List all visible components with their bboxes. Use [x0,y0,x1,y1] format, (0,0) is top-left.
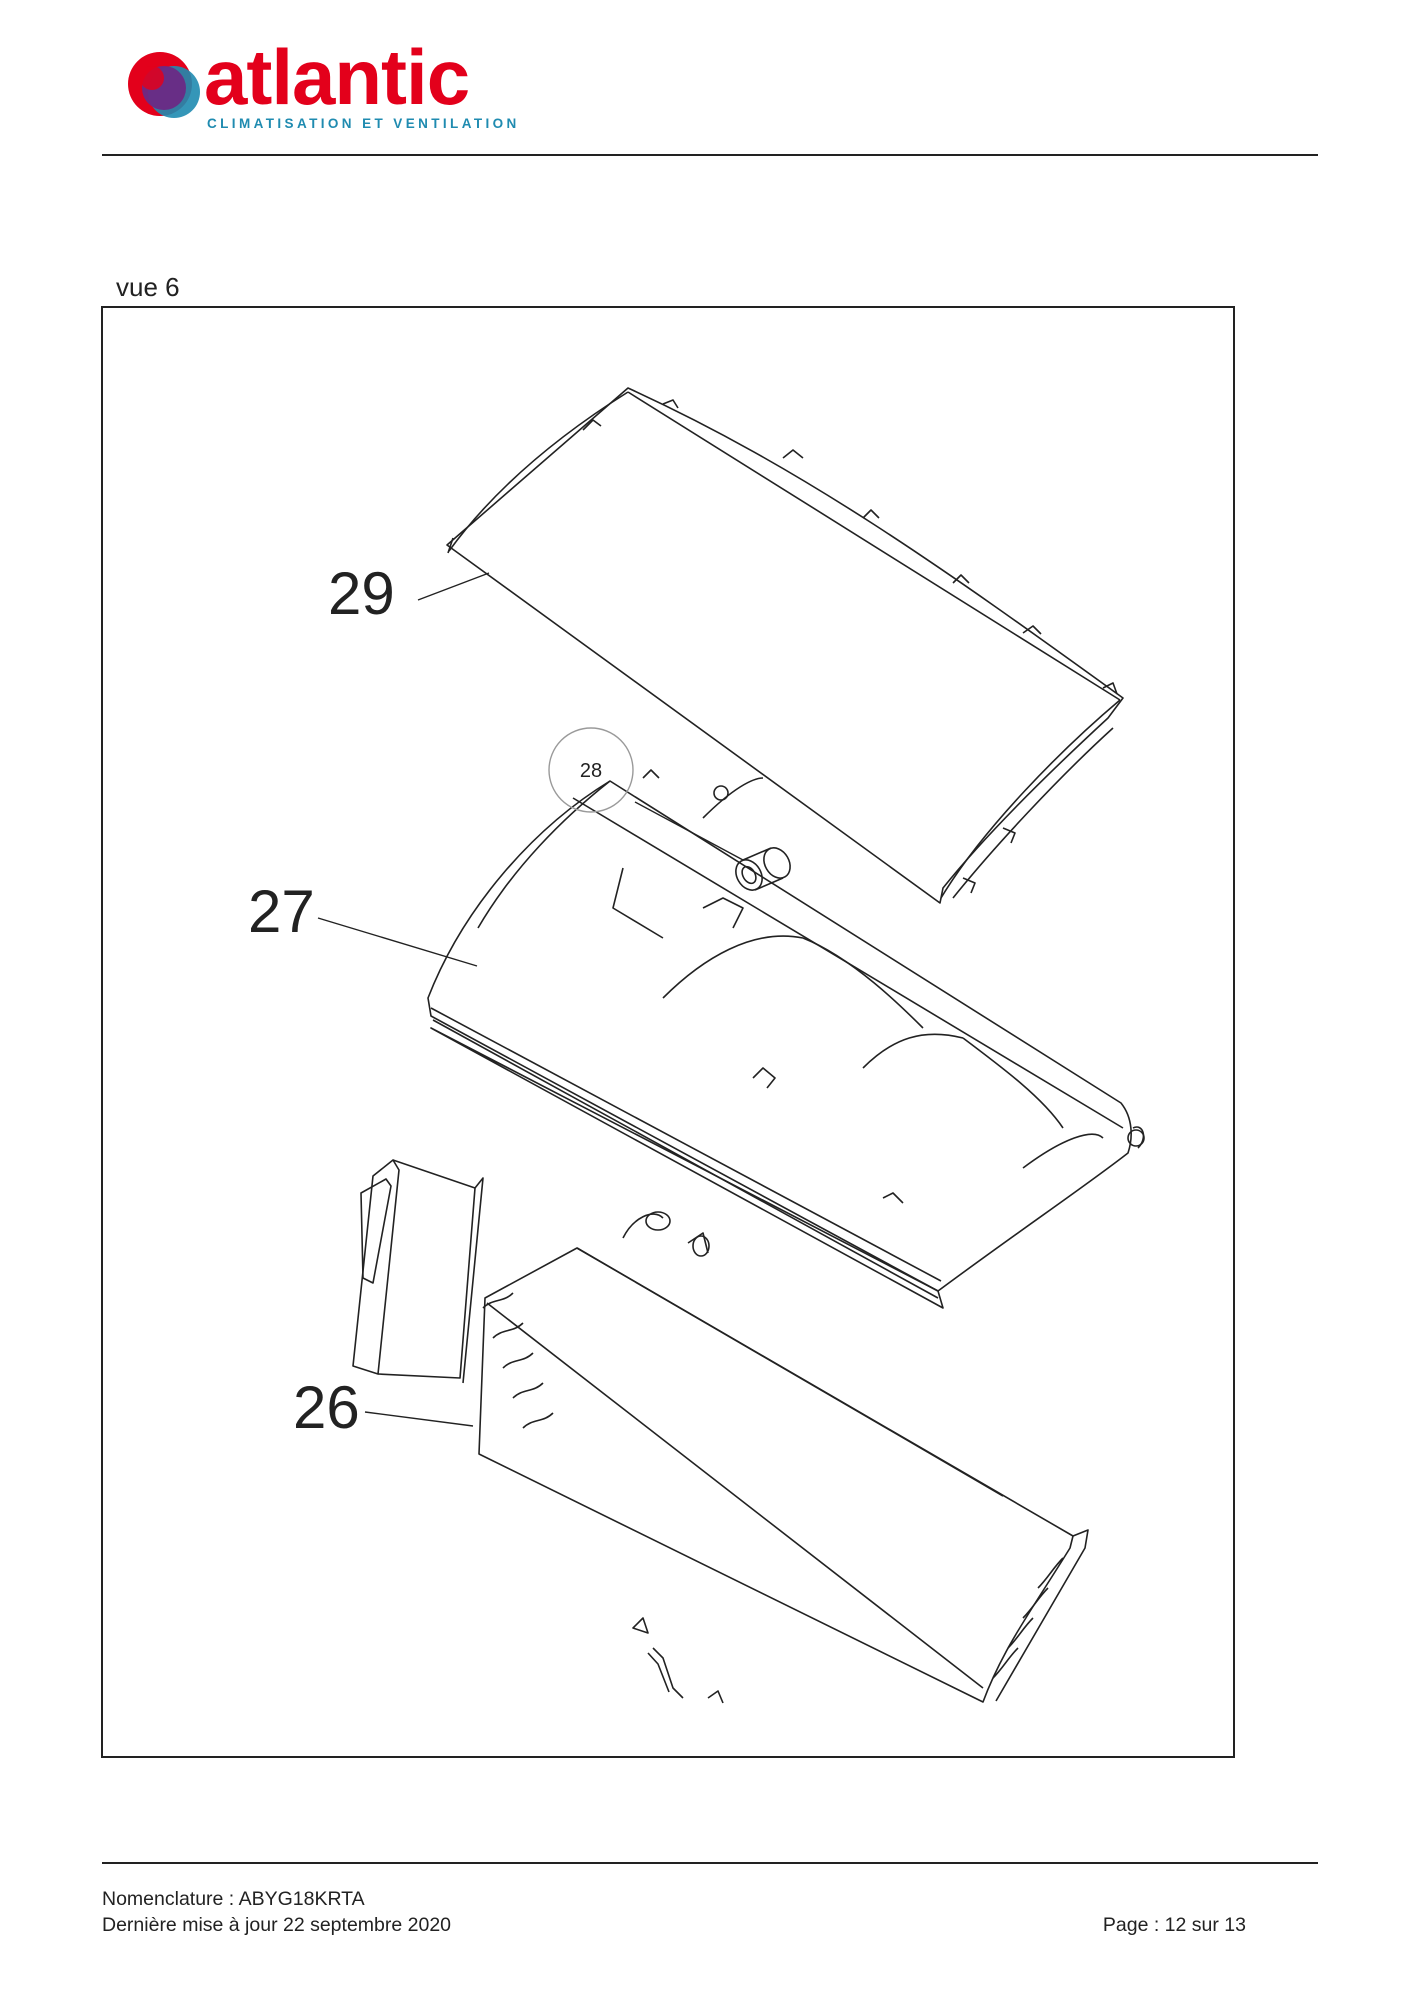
leader-26 [364,1411,474,1427]
callout-28-circle [548,727,634,813]
callout-27: 27 [248,878,315,945]
callout-26: 26 [293,1374,360,1441]
brand-tagline: CLIMATISATION ET VENTILATION [207,116,520,131]
header-divider [102,154,1318,156]
brand-name: atlantic [204,33,470,121]
atlantic-logo-mark [128,52,200,118]
callout-28: 28 [580,760,602,782]
leader-29 [417,572,490,601]
leader-27 [317,917,478,967]
footer-last-update: Dernière mise à jour 22 septembre 2020 [102,1914,452,1936]
exploded-view-frame: 29 28 27 26 [101,306,1235,1758]
part-28-bushing [735,847,791,891]
part-27-middle-panel [427,769,1145,1309]
view-label: vue 6 [116,272,180,302]
exploded-view-drawing: 29 28 27 26 [248,387,1145,1704]
footer-divider [102,1862,1318,1864]
footer-page-number: Page : 12 sur 13 [1102,1914,1246,1936]
part-29-top-cover [446,387,1124,904]
part-26-evaporator [352,1159,1089,1704]
leader-28 [634,801,744,861]
footer-nomenclature: Nomenclature : ABYG18KRTA [102,1888,365,1910]
callout-29: 29 [328,560,395,627]
